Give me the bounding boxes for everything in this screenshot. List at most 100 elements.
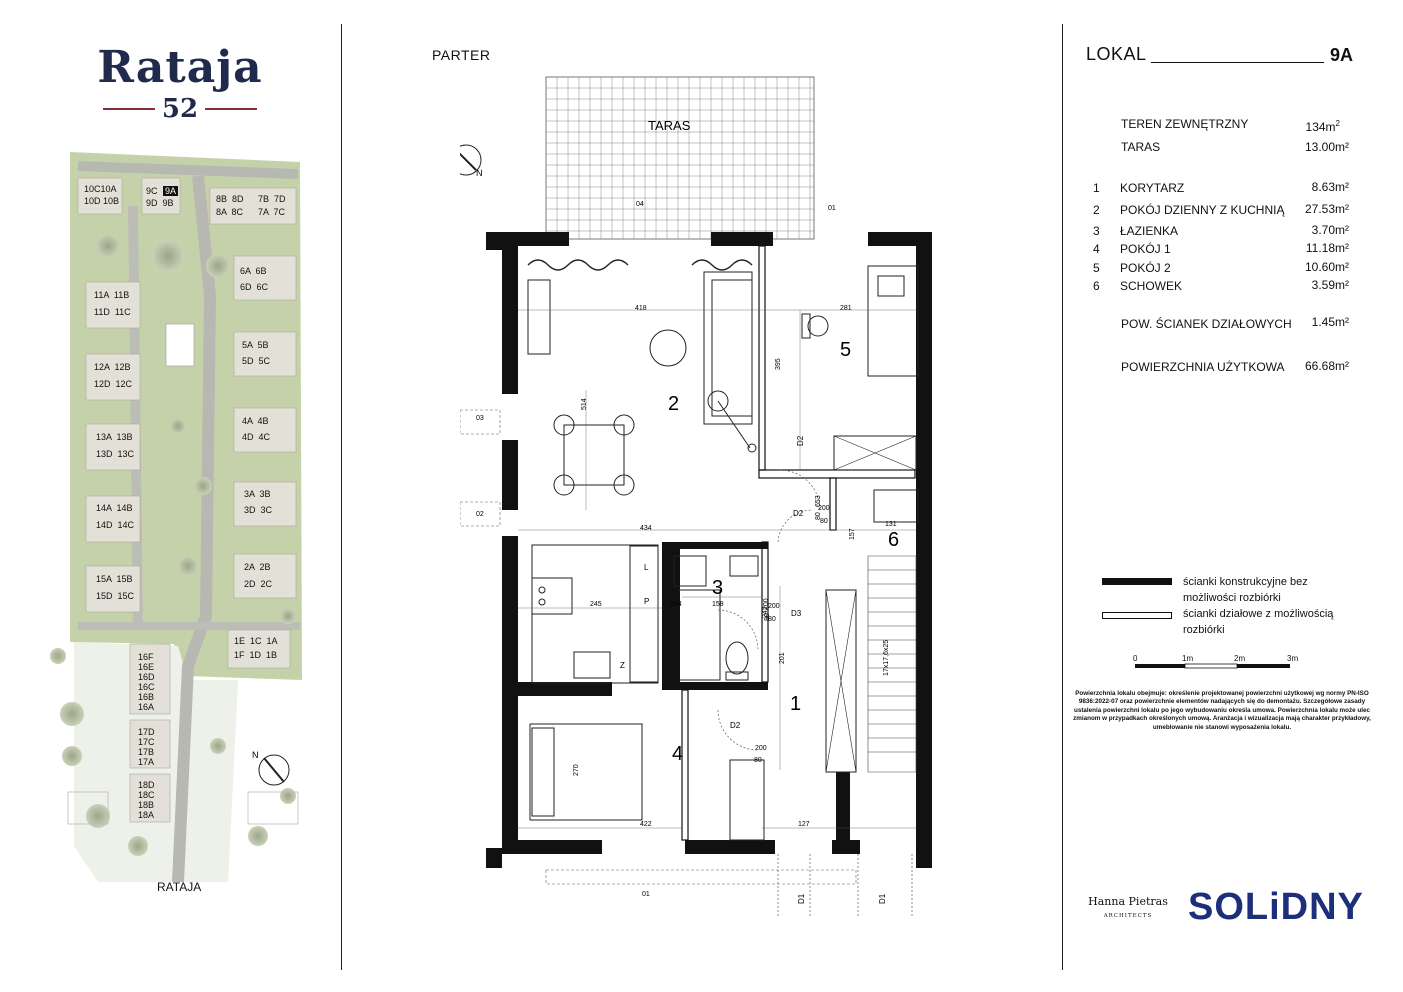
dimension-label: 200 (818, 505, 830, 512)
dimension-label: 270 (573, 764, 580, 776)
plot-label: 7A 7C (258, 207, 286, 217)
plot-label: 12A 12B (94, 362, 131, 372)
appliance-label: P (644, 597, 649, 606)
room-area: 3.70m² (1311, 223, 1349, 237)
plot-label: 3A 3B (244, 489, 271, 499)
floor-plan: TARAS N (460, 70, 932, 918)
exterior-area-label: TEREN ZEWNĘTRZNY (1121, 117, 1249, 131)
appliance-label: Z (620, 661, 625, 670)
scale-bar (1135, 663, 1290, 669)
floor-label: PARTER (432, 47, 491, 63)
structural-walls (486, 232, 932, 868)
brand-logo: Rataja 52 (80, 42, 280, 124)
scale-2m: 2m (1234, 654, 1246, 663)
room-number-1: 1 (790, 693, 801, 715)
plot-label: 14A 14B (96, 503, 133, 513)
plot-label: 9D 9B (146, 198, 174, 208)
stairs (867, 555, 917, 773)
dimension-label: 653 (815, 495, 822, 507)
door-label: D2 (730, 721, 741, 730)
plot-label: 6A 6B (240, 266, 267, 276)
door-label: D1 (797, 893, 806, 904)
dimension-label: 514 (581, 398, 588, 410)
svg-text:N: N (252, 750, 259, 760)
architect-name: Hanna Pietras (1088, 895, 1168, 908)
unit-label: LOKAL (1086, 44, 1147, 64)
door-label: D1 (878, 893, 887, 904)
dimension-label: 80 (815, 512, 822, 520)
plan-compass-icon: N (460, 144, 483, 178)
room-name: KORYTARZ (1120, 181, 1185, 195)
area-note: Powierzchnia lokalu obejmuje: określenie… (1073, 690, 1371, 731)
plot-label-selected: 9A (163, 186, 179, 196)
dimension-label: 281 (840, 305, 852, 312)
dimension-label: 80 (820, 518, 828, 525)
room-number-3: 3 (712, 577, 723, 599)
street-label: RATAJA (157, 880, 202, 894)
architect-logo: Hanna Pietras ARCHITECTS (1084, 895, 1172, 919)
plot-label: 13D 13C (96, 449, 135, 459)
brand-name: Rataja (97, 42, 263, 93)
room-number-5: 5 (840, 339, 851, 361)
dimension-label: 80 (754, 757, 762, 764)
legend-structural-text: ścianki konstrukcyjne bez możliwości roz… (1183, 576, 1308, 604)
room-area: 11.18m² (1305, 241, 1349, 255)
plot-label: 5D 5C (242, 356, 271, 366)
plot-label: 8B 8D (216, 194, 244, 204)
plot-label: 5A 5B (242, 340, 269, 350)
plot-label: 17D 17C 17B 17A (138, 727, 155, 767)
room-area: 10.60m² (1304, 260, 1349, 274)
room-name: POKÓJ 2 (1120, 261, 1171, 275)
dimension-label: 200 (755, 745, 767, 752)
developer-logo: SOLiDNY (1188, 886, 1364, 928)
plot-label: 4D 4C (242, 432, 271, 442)
unit-underline (1151, 62, 1324, 63)
plot-label: 11A 11B (94, 290, 130, 300)
unit-id: 9A (1330, 45, 1354, 65)
room-name: SCHOWEK (1120, 279, 1183, 293)
dimension-label: 434 (640, 525, 652, 532)
plot-label: 3D 3C (244, 505, 273, 515)
room-number: 1 (1093, 181, 1100, 195)
window-label: 03 (476, 415, 484, 422)
plot-label: 10D 10B (84, 196, 120, 206)
dimension-label: 127 (798, 821, 810, 828)
room-area: 8.63m² (1311, 180, 1349, 194)
left-divider (341, 24, 342, 970)
plot-label: 15A 15B (96, 574, 133, 584)
plot-label: 1E 1C 1A (234, 636, 278, 646)
furniture (527, 259, 919, 841)
brand-number: 52 (80, 94, 280, 124)
terrace: TARAS (545, 76, 815, 240)
architect-subtitle: ARCHITECTS (1103, 913, 1153, 919)
terrace-area-value: 13.00m² (1304, 140, 1349, 154)
door-label: D2 (793, 509, 804, 518)
stairs-label: 17x17,6x25 (883, 640, 890, 676)
room-name: ŁAZIENKA (1120, 224, 1179, 238)
scale-1m: 1m (1182, 654, 1194, 663)
plot-label: 7B 7D (258, 194, 286, 204)
dimension-label: 200 (460, 70, 472, 72)
terrace-label: TARAS (648, 118, 691, 133)
appliance-label: L (644, 563, 649, 572)
window-label: 04 (636, 201, 644, 208)
legend-structural-swatch (1102, 578, 1172, 585)
dimension-label: 80 (768, 616, 776, 623)
plot-label: 1F 1D 1B (234, 650, 278, 660)
dimension-label: 131 (885, 521, 897, 528)
dimension-label: 422 (640, 821, 652, 828)
room-number: 5 (1093, 261, 1100, 275)
dimension-label: 242 (762, 606, 769, 618)
dimension-label: 158 (712, 601, 724, 608)
brand-rule-left (103, 108, 155, 110)
room-number: 6 (1093, 279, 1100, 293)
room-area: 3.59m² (1311, 278, 1349, 292)
plot-label: 15D 15C (96, 591, 135, 601)
plot-label: 9C (146, 186, 158, 196)
room-number: 2 (1093, 203, 1100, 217)
plot-label: 12D 12C (94, 379, 133, 389)
partition-area-value: 1.45m² (1311, 315, 1349, 329)
svg-text:N: N (476, 168, 483, 178)
